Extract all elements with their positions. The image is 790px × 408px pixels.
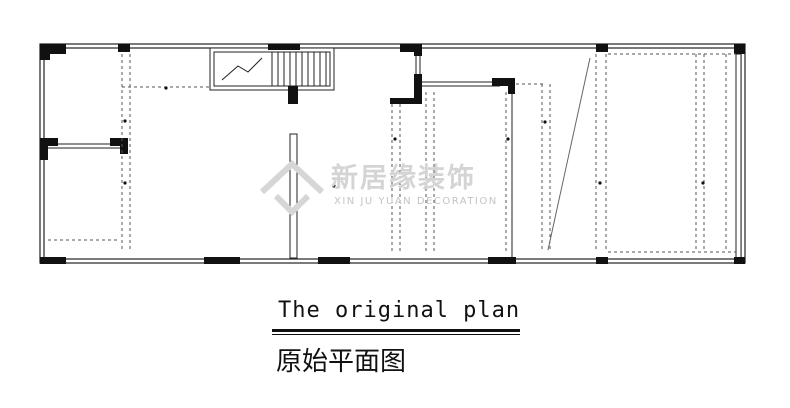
beam-lines [48,53,736,253]
watermark-logo-icon [259,159,325,217]
watermark-brand-cn: 新居缘装饰 [331,163,476,194]
slanted-line [547,57,591,251]
fixture-marks [123,86,705,188]
staircase [209,47,335,91]
caption-underline-thin [272,334,520,335]
caption-title-cn: 原始平面图 [276,347,407,377]
caption-underline [272,329,520,332]
caption-title-en: The original plan [278,298,521,323]
watermark-brand-en: XIN JU YUAN DECORATION [334,196,498,207]
wall-pillars [40,44,745,264]
